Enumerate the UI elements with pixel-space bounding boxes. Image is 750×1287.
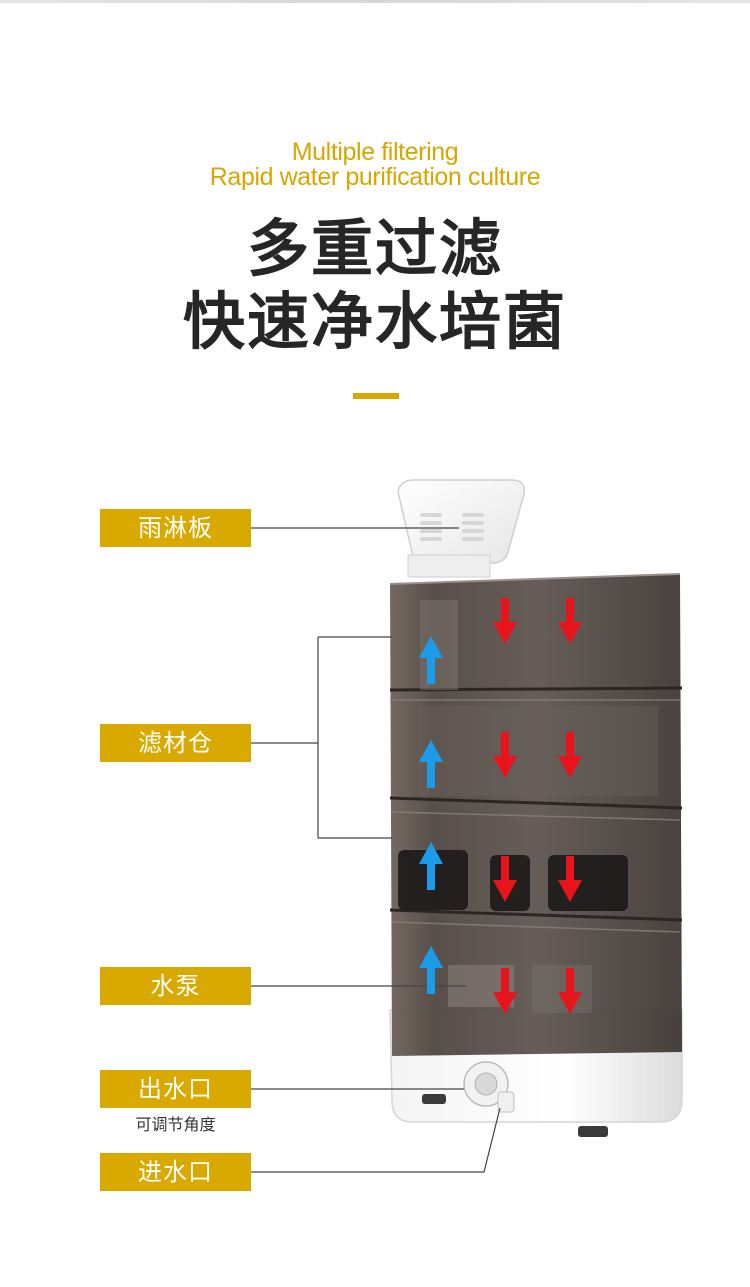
- flow-arrows: [419, 598, 582, 1014]
- title-english-line-1: Multiple filtering: [291, 138, 459, 166]
- top-divider: [0, 0, 750, 3]
- label-rain-plate: 雨淋板: [100, 509, 251, 547]
- label-inlet: 进水口: [100, 1153, 251, 1191]
- label-pump: 水泵: [100, 967, 251, 1005]
- label-outlet-note: 可调节角度: [135, 1115, 216, 1134]
- label-filter-chamber: 滤材仓: [100, 724, 251, 762]
- title-chinese-line-1: 多重过滤: [246, 212, 503, 285]
- outlet-nozzle: [463, 1061, 515, 1113]
- title-english-line-2: Rapid water purification culture: [209, 163, 541, 191]
- accent-bar: [353, 393, 399, 399]
- tank-body: [389, 573, 683, 1056]
- title-chinese-line-2: 快速净水培菌: [182, 285, 567, 358]
- rain-plate: [397, 479, 525, 578]
- label-outlet: 出水口: [100, 1070, 251, 1108]
